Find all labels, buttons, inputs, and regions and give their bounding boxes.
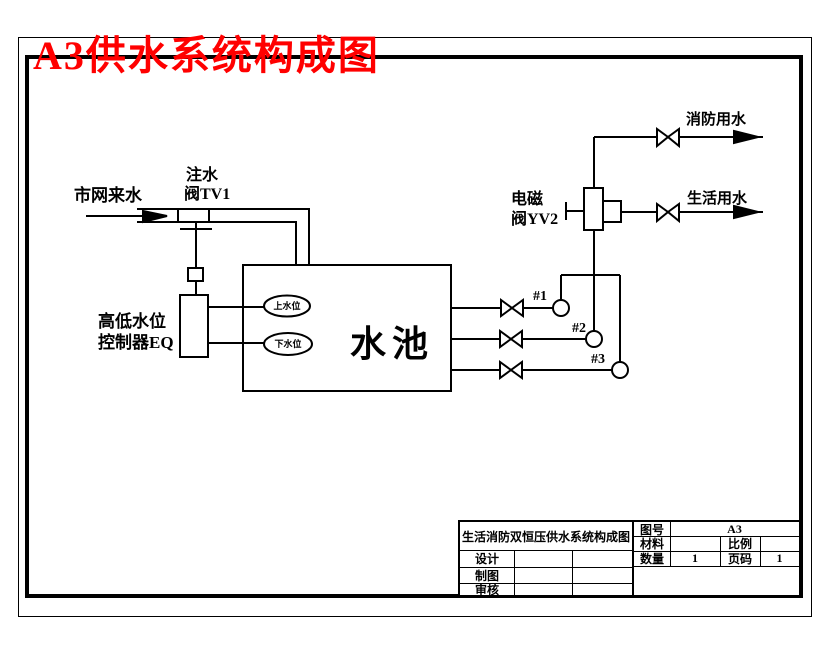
solenoid-label-line1: 电磁	[511, 191, 544, 208]
title-block: 生活消防双恒压供水系统构成图 设计 制图 审核 图号 A3 材料 比例 数量 1…	[458, 520, 801, 597]
fire-valve-icon	[666, 127, 680, 149]
fill-valve-actuator	[187, 267, 204, 282]
page-value-cell: 1	[776, 551, 783, 565]
grid-line	[514, 550, 515, 595]
lower-level-label: 下水位	[274, 339, 302, 349]
drawing-no-label-cell: 图号	[639, 522, 664, 537]
grid-line	[760, 536, 761, 566]
fire-valve-icon	[656, 127, 670, 149]
pump1-icon	[552, 299, 570, 317]
outlet2-valve-icon	[499, 329, 513, 349]
quantity-label-cell: 数量	[639, 552, 664, 566]
drawing-title-cell: 生活消防双恒压供水系统构成图	[461, 529, 630, 544]
fill-valve-label-line2: 阀TV1	[184, 186, 231, 203]
pump1-label: #1	[533, 289, 547, 304]
grid-line	[634, 566, 799, 567]
level-controller-box	[179, 294, 209, 358]
page-label-cell: 页码	[727, 552, 752, 566]
outlet1-valve-icon	[510, 298, 524, 318]
fill-valve-label-line1: 注水	[186, 167, 219, 184]
quantity-value-cell: 1	[692, 551, 698, 565]
material-label-cell: 材料	[639, 537, 664, 551]
pump2-label: #2	[572, 321, 586, 336]
scale-value-cell	[760, 536, 799, 551]
inflow-arrowhead-icon	[142, 209, 168, 224]
material-value-cell	[670, 536, 720, 551]
outlet3-valve-icon	[509, 360, 523, 380]
grid-line	[720, 536, 721, 566]
solenoid-valve-body	[583, 187, 604, 231]
review-label-cell: 审核	[474, 583, 499, 595]
design-label-cell: 设计	[474, 552, 499, 566]
scale-label-cell: 比例	[727, 537, 752, 551]
title-block-divider	[632, 522, 634, 595]
sheet-inner-border	[25, 55, 803, 598]
grid-line	[634, 536, 799, 537]
level-controller-label-line2: 控制器EQ	[98, 333, 174, 352]
lower-level-sensor	[263, 332, 313, 356]
grid-line	[460, 567, 632, 568]
fire-arrowhead-icon	[733, 129, 759, 145]
domestic-valve-icon	[656, 202, 670, 224]
domestic-arrowhead-icon	[733, 204, 759, 220]
draft-label-cell: 制图	[474, 568, 499, 583]
grid-line	[460, 583, 632, 584]
level-controller-label-line1: 高低水位	[98, 312, 166, 331]
drawing-no-value-cell: A3	[727, 522, 742, 536]
grid-line	[572, 550, 573, 595]
grid-line	[460, 550, 632, 551]
page-title: A3供水系统构成图	[33, 33, 380, 78]
outlet2-valve-icon	[509, 329, 523, 349]
tank-box	[242, 264, 452, 392]
city-water-label: 市网来水	[74, 186, 142, 205]
outlet3-valve-icon	[499, 360, 513, 380]
sheet-outer-frame	[18, 37, 812, 617]
pump3-label: #3	[591, 352, 605, 367]
grid-line	[670, 522, 671, 566]
upper-level-label: 上水位	[273, 301, 301, 311]
domestic-valve-icon	[666, 202, 680, 224]
pump3-icon	[611, 361, 629, 379]
upper-level-sensor	[263, 294, 311, 318]
tank-label: 水池	[350, 324, 435, 364]
outlet1-valve-icon	[500, 298, 514, 318]
pump2-icon	[585, 330, 603, 348]
supply-pipe-top	[137, 208, 310, 265]
solenoid-label-line2: 阀YV2	[511, 211, 559, 228]
fire-water-label: 消防用水	[686, 112, 747, 128]
solenoid-valve-outlet	[602, 200, 622, 223]
supply-pipe-bottom	[137, 221, 297, 265]
domestic-water-label: 生活用水	[687, 191, 748, 207]
grid-line	[634, 551, 799, 552]
